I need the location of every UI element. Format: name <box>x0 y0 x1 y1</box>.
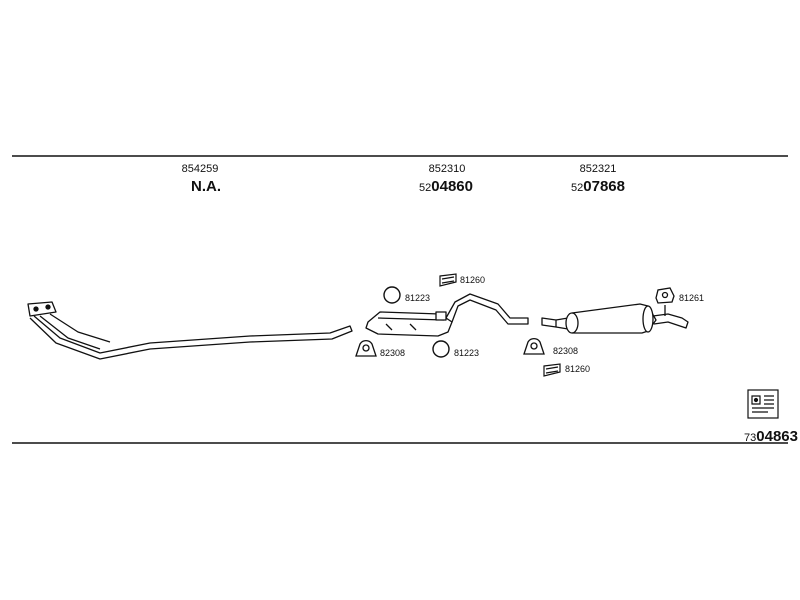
footer-code: 7304863 <box>744 428 798 445</box>
callout-hanger-bottom-right: 82308 <box>553 346 578 356</box>
exhaust-clamp-icon <box>543 363 561 377</box>
callout-clamp-bottom-right: 81260 <box>565 364 590 374</box>
callout-ring-top-mid: 81223 <box>405 293 430 303</box>
part-number-front: 854259 <box>182 163 219 175</box>
part-number-middle: 852310 <box>429 163 466 175</box>
callout-ring-bottom-mid: 81223 <box>454 348 479 358</box>
footer-code-number: 04863 <box>756 428 798 445</box>
part-code-rear-prefix: 52 <box>571 182 583 194</box>
callout-rubber-right: 81261 <box>679 293 704 303</box>
gasket-ring-icon <box>383 286 401 304</box>
middle-silencer-icon <box>365 293 529 337</box>
part-code-rear: 5207868 <box>571 178 625 195</box>
part-code-middle-number: 04860 <box>431 178 473 195</box>
rear-silencer-icon <box>541 303 689 334</box>
hanger-icon <box>523 338 545 355</box>
part-number-rear: 852321 <box>580 163 617 175</box>
part-code-front: N.A. <box>191 178 221 195</box>
exhaust-clamp-icon <box>439 273 457 287</box>
part-code-middle-prefix: 52 <box>419 182 431 194</box>
callout-hanger-bottom-mid: 82308 <box>380 348 405 358</box>
rubber-mount-icon <box>655 287 675 304</box>
callout-clamp-top-mid: 81260 <box>460 275 485 285</box>
part-code-rear-number: 07868 <box>583 178 625 195</box>
part-code-middle: 5204860 <box>419 178 473 195</box>
catalog-logo-icon <box>747 389 779 419</box>
gasket-ring-icon <box>432 340 450 358</box>
hanger-icon <box>355 340 377 357</box>
footer-code-prefix: 73 <box>744 432 756 444</box>
exhaust-manifold-pipe-icon <box>27 301 353 360</box>
